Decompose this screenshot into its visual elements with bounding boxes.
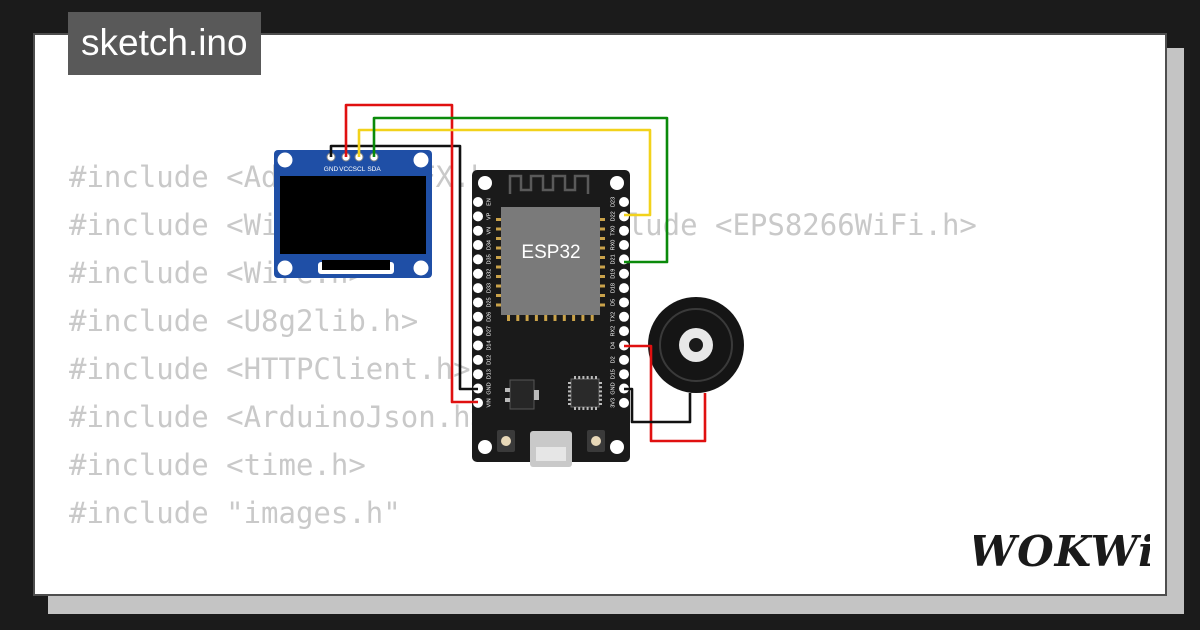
- esp32-pin-d13[interactable]: [473, 369, 483, 380]
- esp32-pin-vp[interactable]: [473, 211, 483, 222]
- esp32-pin-d34[interactable]: [473, 240, 483, 251]
- esp32-pin-label: D19: [610, 269, 616, 279]
- esp32-pin-label: EN: [486, 198, 492, 206]
- esp32-pin-label: D15: [610, 369, 616, 379]
- wokwi-logo: WOKWi: [974, 527, 1150, 576]
- code-line: #include <time.h>: [69, 448, 366, 482]
- esp32-pin-label: TX2: [610, 312, 616, 322]
- esp32-pin-label: RX2: [610, 326, 616, 337]
- esp32-pin-label: D35: [486, 254, 492, 264]
- esp32-pin-d33[interactable]: [473, 283, 483, 294]
- esp32-pin-tx0[interactable]: [619, 225, 629, 236]
- esp32-pin-label: D2: [610, 356, 616, 363]
- esp32-pin-en[interactable]: [473, 197, 483, 207]
- buzzer[interactable]: [648, 297, 744, 393]
- oled-pin-label: VCC: [339, 166, 353, 173]
- esp32-pin-label: GND: [486, 382, 492, 394]
- esp32-pin-label: VN: [486, 227, 492, 235]
- wire-buzzer-gnd[interactable]: [624, 387, 692, 424]
- esp32-pin-d32[interactable]: [473, 268, 483, 279]
- module-pins: [496, 218, 605, 321]
- wire-buzzer-signal[interactable]: [624, 344, 707, 443]
- esp32-pin-label: D34: [486, 240, 492, 250]
- esp32-pin-label: D12: [486, 355, 492, 365]
- esp32-pin-d25[interactable]: [473, 297, 483, 308]
- esp32-pin-label: D26: [486, 312, 492, 322]
- esp32-pin-label: D33: [486, 283, 492, 293]
- esp32-pin-d35[interactable]: [473, 254, 483, 265]
- esp32-pin-d5[interactable]: [619, 297, 629, 308]
- esp32-board[interactable]: ESP32 ENVPVND34D35D32D33D25D26D27D14D12D…: [472, 170, 630, 467]
- esp32-pin-label: TX0: [610, 226, 616, 236]
- wire-scl[interactable]: [357, 128, 652, 217]
- esp32-pin-label: D32: [486, 269, 492, 279]
- esp32-pin-d15[interactable]: [619, 369, 629, 380]
- esp32-pin-label: RX0: [610, 240, 616, 251]
- oled-pin-label: SCL: [353, 166, 366, 173]
- code-line: #include <ArduinoJson.h>: [69, 400, 489, 434]
- esp32-pin-label: VIN: [486, 398, 492, 407]
- esp32-pin-rx2[interactable]: [619, 326, 629, 337]
- esp32-pin-d12[interactable]: [473, 354, 483, 365]
- wokwi-logo-text: WOKWi: [974, 527, 1150, 576]
- code-line: #include <HTTPClient.h>: [69, 352, 471, 386]
- esp32-pin-d19[interactable]: [619, 268, 629, 279]
- esp32-pin-d27[interactable]: [473, 326, 483, 337]
- wire-vcc[interactable]: [344, 103, 478, 404]
- esp32-pin-rx0[interactable]: [619, 240, 629, 251]
- wires: [329, 103, 707, 443]
- wire-sda[interactable]: [372, 116, 669, 264]
- code-line: U8G2_SSD1306_128X64_NONAME_F_HW_I2C u8g2…: [69, 585, 1165, 594]
- esp32-pin-label: D21: [610, 254, 616, 264]
- esp32-module: [501, 207, 600, 315]
- esp32-pin-label: D25: [486, 297, 492, 307]
- wire-gnd[interactable]: [329, 144, 478, 391]
- esp32-pin-label: D27: [486, 326, 492, 336]
- esp32-pin-3v3[interactable]: [619, 397, 629, 408]
- oled-pin-label: SDA: [367, 166, 381, 173]
- esp32-pin-label: 3V3: [610, 398, 616, 408]
- code-line: #include <U8g2lib.h>: [69, 304, 419, 338]
- oled-pin-label: GND: [324, 166, 339, 173]
- esp32-pin-label: GND: [610, 382, 616, 394]
- esp32-chip-label: ESP32: [521, 242, 580, 263]
- esp32-pin-vn[interactable]: [473, 225, 483, 236]
- esp32-pin-d26[interactable]: [473, 311, 483, 322]
- esp32-pin-d2[interactable]: [619, 354, 629, 365]
- esp32-pin-label: D23: [610, 197, 616, 207]
- esp32-pin-label: D4: [610, 342, 616, 349]
- usb-chip-leads: [568, 376, 602, 410]
- esp32-pin-label: D5: [610, 299, 616, 306]
- esp32-pin-label: D22: [610, 211, 616, 221]
- esp32-pin-d23[interactable]: [619, 197, 629, 207]
- sketch-file-tab[interactable]: sketch.ino: [68, 12, 261, 75]
- code-line: #include "images.h": [69, 496, 401, 530]
- esp32-pin-label: D18: [610, 283, 616, 293]
- esp32-pin-d14[interactable]: [473, 340, 483, 351]
- esp32-pin-label: D14: [486, 340, 492, 350]
- esp32-pin-label: D13: [486, 369, 492, 379]
- esp32-pin-d22[interactable]: [619, 211, 629, 222]
- esp32-pin-label: VP: [486, 212, 492, 220]
- esp32-pin-tx2[interactable]: [619, 311, 629, 322]
- esp32-pin-d18[interactable]: [619, 283, 629, 294]
